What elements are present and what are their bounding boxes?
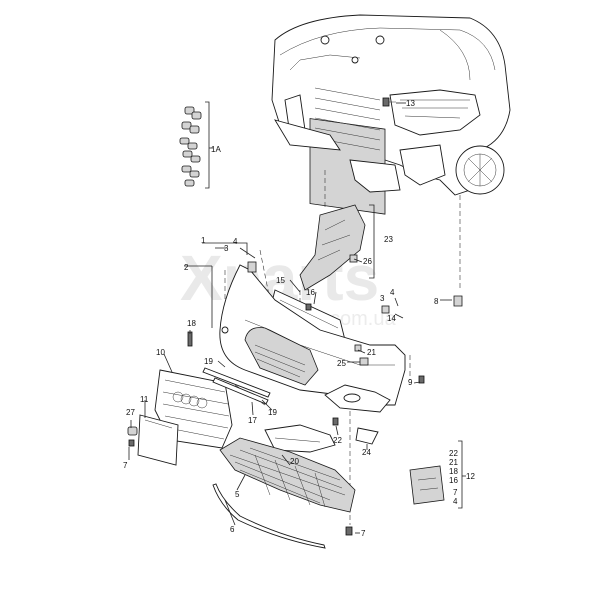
screw-7-left — [128, 439, 135, 447]
clip-26 — [349, 254, 358, 263]
callout-6: 6 — [230, 525, 235, 534]
callout-14: 14 — [387, 314, 396, 323]
kit-bag-12 — [409, 465, 445, 505]
trim-strips-19 — [202, 367, 271, 405]
callout-17: 17 — [248, 416, 257, 425]
car-front-illustration — [271, 14, 511, 215]
clip-21 — [354, 344, 362, 352]
callout-23: 23 — [384, 235, 393, 244]
callout-25: 25 — [337, 359, 346, 368]
callout-4-right: 4 — [390, 288, 395, 297]
callout-9: 9 — [408, 378, 413, 387]
screw-9 — [418, 375, 425, 384]
callout-1a: 1A — [211, 145, 221, 154]
leader-lines — [128, 102, 466, 534]
nut-3-right — [381, 305, 390, 314]
callout-18: 18 — [187, 319, 196, 328]
callout-19-upper: 19 — [204, 357, 213, 366]
bracket-23 — [299, 204, 375, 291]
callout-19-lower: 19 — [268, 408, 277, 417]
fastener-27 — [127, 426, 138, 436]
callout-21: 21 — [367, 348, 376, 357]
audi-rings — [172, 391, 208, 409]
callout-labels: 1 1A 2 3 4 13 23 26 15 16 3 4 14 8 18 10… — [123, 99, 475, 538]
callout-1: 1 — [201, 236, 206, 245]
callout-16-top: 16 — [306, 288, 315, 297]
callout-list-21: 21 — [449, 458, 458, 467]
callout-3-left: 3 — [224, 244, 229, 253]
callout-list-22: 22 — [449, 449, 458, 458]
callout-list-18: 18 — [449, 467, 458, 476]
callout-5: 5 — [235, 490, 240, 499]
callout-3-right: 3 — [380, 294, 385, 303]
license-bracket-11 — [137, 414, 179, 466]
clip-8 — [453, 295, 463, 307]
callout-27: 27 — [126, 408, 135, 417]
spoiler-6 — [212, 483, 326, 549]
callout-7-bottom: 7 — [361, 529, 366, 538]
callout-12: 12 — [466, 472, 475, 481]
stud-18 — [187, 331, 193, 347]
callout-24: 24 — [362, 448, 371, 457]
undertray-5-20 — [219, 437, 356, 513]
screw-22 — [332, 417, 339, 426]
callout-4-left: 4 — [233, 237, 238, 246]
clip-3-left — [247, 261, 257, 273]
fog-cover-24 — [355, 427, 379, 445]
callout-10: 10 — [156, 348, 165, 357]
callout-8: 8 — [434, 297, 439, 306]
callout-11: 11 — [140, 395, 149, 404]
callout-list-16: 16 — [449, 476, 458, 485]
bolt-13 — [382, 97, 396, 107]
callout-26: 26 — [363, 257, 372, 266]
screw-7-bottom — [345, 526, 353, 536]
callout-20: 20 — [290, 457, 299, 466]
callout-2: 2 — [184, 263, 189, 272]
callout-13: 13 — [406, 99, 415, 108]
callout-22: 22 — [333, 436, 342, 445]
clip-25 — [359, 357, 369, 366]
watermark-subtext: com.ua — [330, 308, 396, 330]
callout-15: 15 — [276, 276, 285, 285]
screw-16 — [305, 303, 312, 311]
callout-list-7: 7 — [453, 488, 458, 497]
callout-list-4: 4 — [453, 497, 458, 506]
fastener-kit-1a — [179, 101, 213, 189]
callout-7-left: 7 — [123, 461, 128, 470]
